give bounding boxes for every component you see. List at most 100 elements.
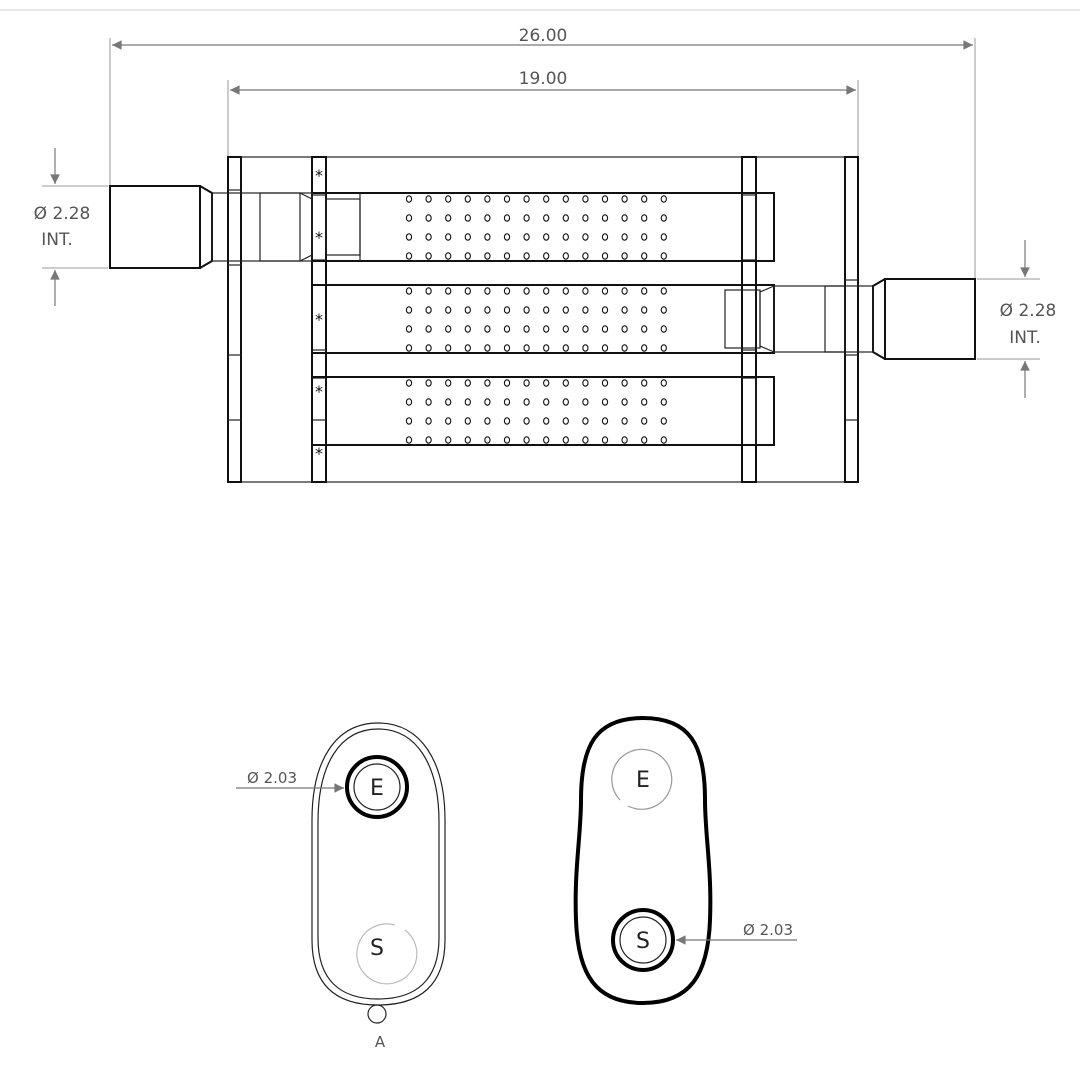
- perforation-hole: [660, 344, 667, 352]
- svg-text:Ø 2.03: Ø 2.03: [247, 769, 297, 787]
- perforation-hole: [503, 325, 511, 333]
- perforation-hole: [425, 436, 432, 444]
- perforation-hole: [503, 436, 511, 444]
- perforation-hole: [445, 214, 452, 222]
- right-end-port-s-outer: [611, 908, 675, 972]
- perforation-hole: [582, 195, 589, 203]
- perforation-hole: [405, 325, 413, 333]
- perforation-hole: [464, 325, 471, 333]
- outlet-diameter-symbol: Ø: [1000, 301, 1013, 321]
- perforation-hole: [660, 195, 667, 203]
- dimension-left-end-diameter: Ø 2.03: [236, 769, 344, 793]
- perforation-hole: [484, 436, 491, 444]
- perforation-hole: [425, 325, 432, 333]
- perforation-hole: [562, 379, 569, 387]
- right-baffle: [741, 156, 757, 483]
- perforation-hole: [405, 398, 413, 406]
- perforation-hole: [601, 252, 609, 260]
- right-end-port-e-circle: [611, 748, 673, 810]
- perforation-hole: [523, 344, 530, 352]
- perforation-hole: [601, 344, 609, 352]
- tube-bottom: [311, 376, 775, 446]
- perforation-hole: [445, 344, 452, 352]
- perforation-hole: [582, 344, 589, 352]
- perforation-hole: [484, 306, 491, 314]
- perforation-hole: [425, 252, 432, 260]
- svg-text:Ø 2.28: Ø 2.28: [34, 204, 91, 224]
- perforation-hole: [523, 398, 530, 406]
- perforation-hole: [543, 436, 550, 444]
- perforation-hole: [543, 214, 550, 222]
- perforation-hole: [543, 379, 550, 387]
- inlet-note-text: INT.: [41, 230, 73, 250]
- perforation-hole: [503, 306, 511, 314]
- perforation-hole: [425, 379, 432, 387]
- perforation-hole: [601, 398, 609, 406]
- perforation-hole: [621, 436, 628, 444]
- perforation-hole: [582, 325, 589, 333]
- perforation-hole: [503, 344, 511, 352]
- perforation-hole: [484, 233, 491, 241]
- perforation-hole: [641, 417, 648, 425]
- perforation-hole: [425, 306, 432, 314]
- perforation-hole: [503, 233, 511, 241]
- inlet-pipe: [109, 185, 361, 269]
- perforation-hole: [464, 417, 471, 425]
- right-end-plate: [844, 156, 859, 483]
- perforation-hole: [503, 398, 511, 406]
- detail-a-label: A: [375, 1033, 386, 1051]
- perforation-hole: [523, 306, 530, 314]
- perforation-hole: [641, 344, 648, 352]
- dimension-overall-length: 26.00: [109, 26, 976, 278]
- perforation-hole: [660, 306, 667, 314]
- perforation-hole: [621, 306, 628, 314]
- perforation-hole: [503, 379, 511, 387]
- perforation-hole: [464, 287, 471, 295]
- perforation-hole: [445, 195, 452, 203]
- perforation-hole: [562, 344, 569, 352]
- perforation-hole: [405, 214, 413, 222]
- perforation-hole: [641, 325, 648, 333]
- left-end-diameter-symbol: Ø: [247, 769, 259, 787]
- perforation-hole: [523, 252, 530, 260]
- left-end-diameter-text: 2.03: [264, 769, 297, 787]
- perforation-hole: [582, 379, 589, 387]
- perforation-hole: [660, 417, 667, 425]
- perforation-hole: [405, 252, 413, 260]
- perforation-hole: [523, 436, 530, 444]
- perforation-hole: [543, 252, 550, 260]
- perforation-hole: [543, 195, 550, 203]
- perforation-hole: [464, 214, 471, 222]
- perforation-hole: [484, 252, 491, 260]
- right-end-port-s-inner: [619, 916, 667, 964]
- perforation-hole: [523, 214, 530, 222]
- perforation-hole: [484, 398, 491, 406]
- perforation-hole: [425, 287, 432, 295]
- perforation-hole: [621, 398, 628, 406]
- perforation-hole: [601, 195, 609, 203]
- perforation-hole: [464, 306, 471, 314]
- perforation-hole: [582, 436, 589, 444]
- perforation-hole: [523, 195, 530, 203]
- perforation-hole: [445, 252, 452, 260]
- tube-middle: [311, 284, 775, 354]
- perforation-hole: [503, 287, 511, 295]
- perforation-hole: [484, 195, 491, 203]
- perforation-hole: [425, 233, 432, 241]
- perforation-hole: [523, 379, 530, 387]
- left-end-plate: [227, 156, 242, 483]
- top-view: 26.00 19.00: [34, 26, 1056, 483]
- left-end-port-s-label: S: [370, 936, 384, 961]
- outlet-note-text: INT.: [1009, 328, 1041, 348]
- right-end-outline: [573, 715, 713, 1006]
- perforation-hole: [621, 287, 628, 295]
- perforation-hole: [601, 306, 609, 314]
- perforation-hole: [562, 233, 569, 241]
- perforation-hole: [621, 417, 628, 425]
- perforation-hole: [641, 233, 648, 241]
- perforation-hole: [445, 233, 452, 241]
- overall-length-text: 26.00: [519, 26, 568, 46]
- perforation-hole: [543, 325, 550, 333]
- perforation-hole: [621, 252, 628, 260]
- perforation-hole: [543, 233, 550, 241]
